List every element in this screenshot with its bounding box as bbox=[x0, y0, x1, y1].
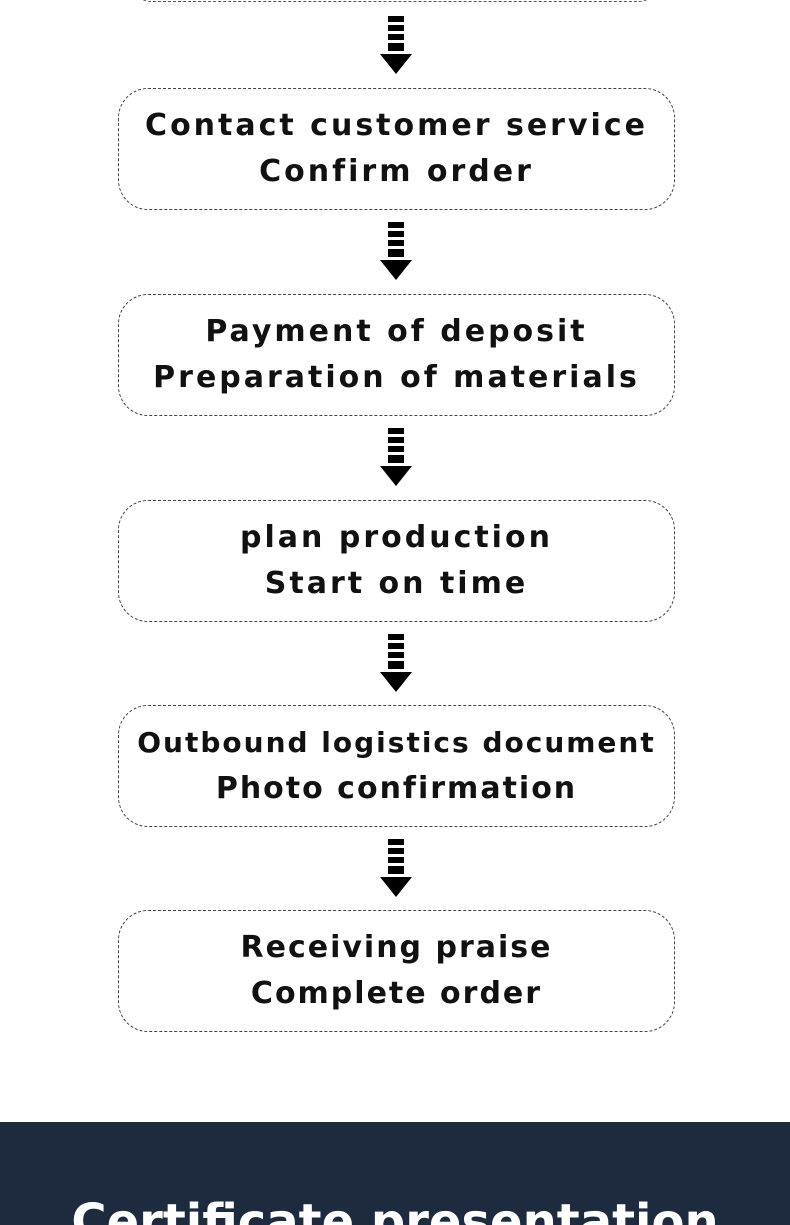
down-arrow-icon bbox=[380, 428, 412, 486]
down-arrow-icon bbox=[380, 222, 412, 280]
step-subtitle: Complete order bbox=[250, 976, 543, 1011]
step-title: Payment of deposit bbox=[205, 314, 588, 349]
flow-step-outbound-logistics: Outbound logistics document Photo confir… bbox=[118, 705, 675, 827]
flow-step-receiving-praise: Receiving praise Complete order bbox=[118, 910, 675, 1032]
step-subtitle: Photo confirmation bbox=[215, 771, 578, 806]
previous-step-box bbox=[130, 0, 660, 2]
step-title: Contact customer service bbox=[145, 108, 648, 143]
down-arrow-icon bbox=[380, 634, 412, 692]
section-title: Certificate presentation bbox=[71, 1194, 719, 1225]
step-title: plan production bbox=[240, 520, 553, 555]
down-arrow-icon bbox=[380, 839, 412, 897]
section-header-band: Certificate presentation bbox=[0, 1122, 790, 1225]
down-arrow-icon bbox=[380, 16, 412, 74]
step-subtitle: Confirm order bbox=[259, 154, 534, 189]
step-subtitle: Start on time bbox=[264, 566, 529, 601]
flow-step-plan-production: plan production Start on time bbox=[118, 500, 675, 622]
step-title: Receiving praise bbox=[240, 930, 553, 965]
flow-step-payment-deposit: Payment of deposit Preparation of materi… bbox=[118, 294, 675, 416]
step-title: Outbound logistics document bbox=[137, 726, 656, 759]
step-subtitle: Preparation of materials bbox=[153, 360, 640, 395]
flow-step-contact-service: Contact customer service Confirm order bbox=[118, 88, 675, 210]
